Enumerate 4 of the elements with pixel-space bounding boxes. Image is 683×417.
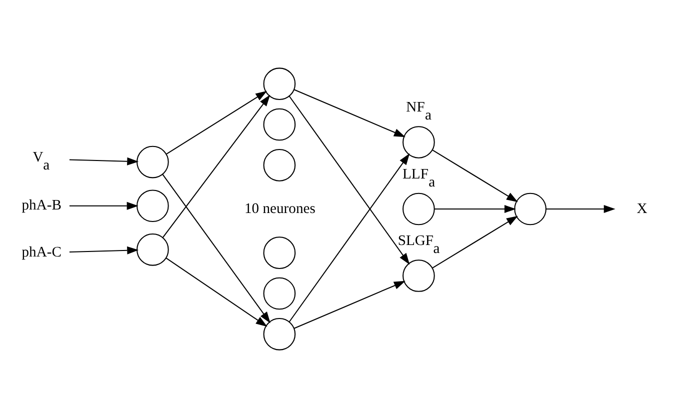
node-text: phA-B (22, 197, 62, 214)
node-text: phA-C (22, 244, 62, 260)
label: 10 neurones (244, 200, 316, 216)
node-text: X (636, 200, 648, 216)
